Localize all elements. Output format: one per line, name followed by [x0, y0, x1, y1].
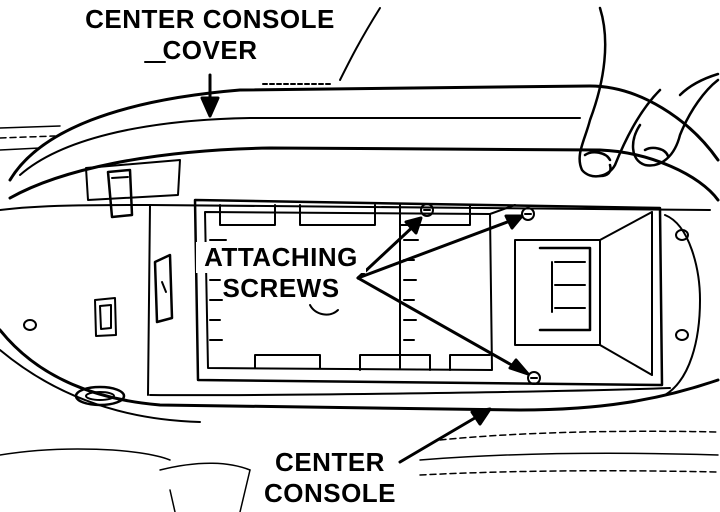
screw-markers: [420, 203, 541, 385]
arrow-console: [398, 407, 492, 464]
attaching-screws-label-line2: SCREWS: [222, 273, 340, 303]
console-body: [0, 204, 720, 423]
left-side-details: [23, 253, 174, 407]
left-trim-lines: [0, 125, 61, 151]
right-side-details: [664, 214, 701, 396]
attaching-screws-label: ATTACHING SCREWS: [196, 242, 366, 304]
hand-illustration: [578, 6, 720, 178]
arrows-screws: [356, 214, 530, 376]
center-console-label-line1: CENTER: [275, 447, 385, 477]
center-console-cover-label-line2: COVER: [162, 35, 258, 65]
cover-latch: [85, 159, 181, 219]
floor-lines: [0, 430, 719, 512]
center-console-cover-label: CENTER CONSOLE COVER: [70, 4, 350, 66]
center-console-cover-label-line1: CENTER CONSOLE: [85, 4, 335, 34]
attaching-screws-label-line1: ATTACHING: [196, 242, 366, 273]
center-console-label-line2: CONSOLE: [263, 478, 397, 508]
console-cover: [8, 7, 720, 202]
center-console-label: CENTER CONSOLE: [236, 447, 424, 509]
arrow-cover: [144, 61, 220, 118]
right-compartment: [514, 211, 653, 376]
